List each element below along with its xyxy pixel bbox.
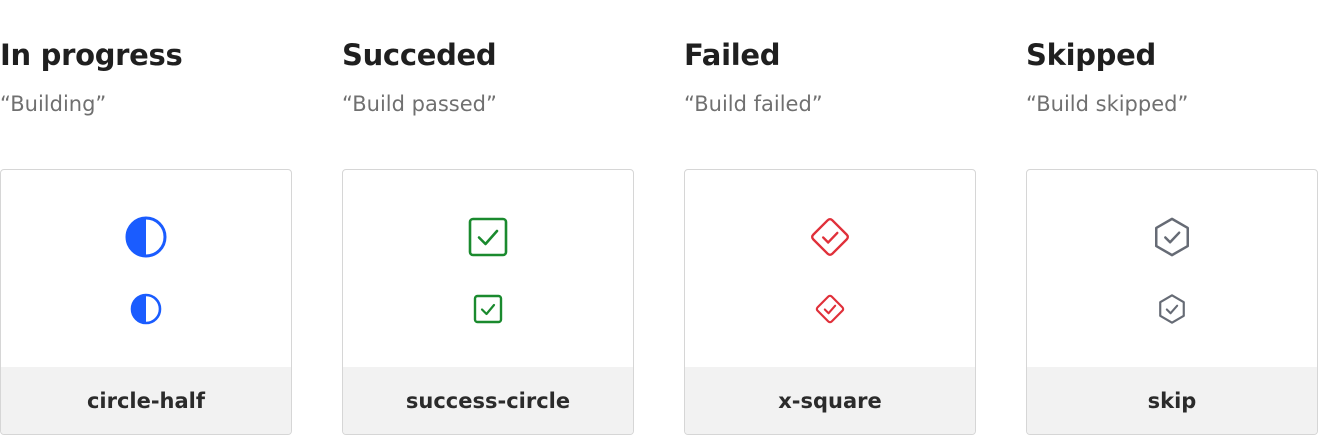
check-hexagon-icon <box>1156 293 1188 325</box>
icon-name-footer: x-square <box>685 367 975 434</box>
icon-name-footer: success-circle <box>343 367 633 434</box>
status-column-in-progress: In progress “Building” circle-half <box>0 0 294 436</box>
status-icon-card[interactable]: success-circle <box>342 169 634 435</box>
status-title: In progress <box>0 38 183 72</box>
check-square-icon <box>472 293 504 325</box>
icon-name-label: skip <box>1147 388 1197 413</box>
icon-name-footer: skip <box>1027 367 1317 434</box>
status-title: Failed <box>684 38 781 72</box>
check-diamond-icon <box>814 293 846 325</box>
icon-name-label: x-square <box>778 388 882 413</box>
status-icon-card[interactable]: circle-half <box>0 169 292 435</box>
status-icon-card[interactable]: skip <box>1026 169 1318 435</box>
status-subtitle: “Build skipped” <box>1026 92 1189 116</box>
status-column-succeeded: Succeded “Build passed” success-circle <box>342 0 636 436</box>
check-hexagon-icon <box>1151 216 1193 258</box>
check-diamond-icon <box>809 216 851 258</box>
circle-half-icon <box>125 216 167 258</box>
status-title: Succeded <box>342 38 497 72</box>
circle-half-icon <box>130 293 162 325</box>
status-column-skipped: Skipped “Build skipped” skip <box>1026 0 1320 436</box>
status-icon-card[interactable]: x-square <box>684 169 976 435</box>
status-subtitle: “Build passed” <box>342 92 497 116</box>
status-title: Skipped <box>1026 38 1156 72</box>
status-subtitle: “Build failed” <box>684 92 823 116</box>
status-column-failed: Failed “Build failed” x-square <box>684 0 978 436</box>
icon-name-footer: circle-half <box>1 367 291 434</box>
icon-name-label: success-circle <box>405 388 571 413</box>
check-square-icon <box>467 216 509 258</box>
icon-name-label: circle-half <box>86 388 206 413</box>
status-subtitle: “Building” <box>0 92 107 116</box>
